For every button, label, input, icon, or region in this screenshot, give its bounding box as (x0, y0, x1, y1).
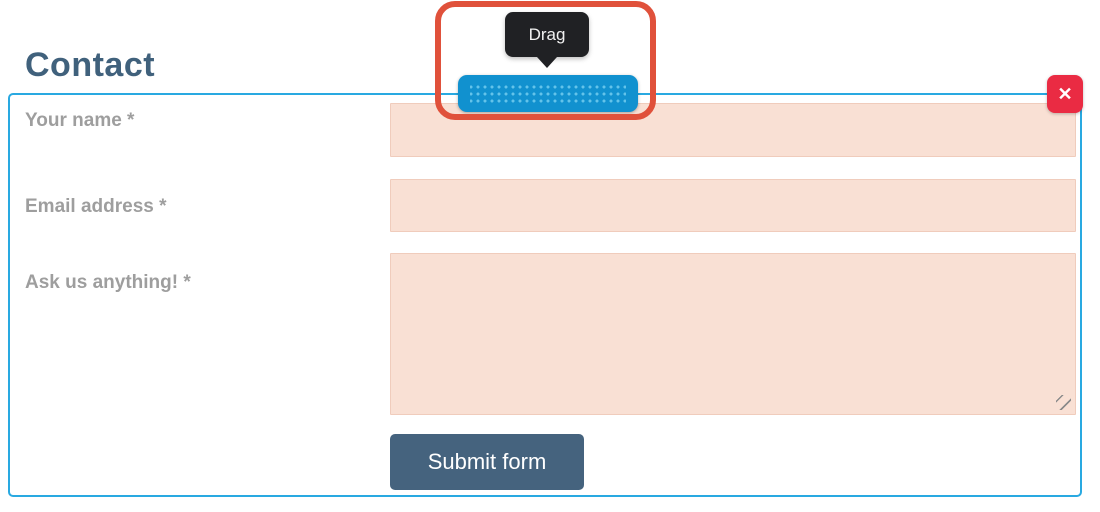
message-textarea[interactable] (390, 253, 1076, 415)
name-input[interactable] (390, 103, 1076, 157)
field-label-message: Ask us anything! * (25, 272, 191, 293)
email-input[interactable] (390, 179, 1076, 232)
tooltip-arrow-icon (537, 57, 557, 68)
drag-tooltip: Drag (505, 12, 589, 68)
page-title: Contact (25, 46, 156, 84)
close-icon: ✕ (1057, 83, 1073, 104)
delete-block-button[interactable]: ✕ (1047, 75, 1083, 113)
drag-grip-dots-icon (470, 83, 626, 105)
drag-tooltip-label: Drag (528, 24, 566, 44)
field-label-name: Your name * (25, 110, 135, 131)
drag-handle[interactable] (458, 75, 638, 112)
textarea-resize-icon[interactable] (1056, 395, 1071, 410)
field-label-email: Email address * (25, 196, 167, 217)
submit-form-button[interactable]: Submit form (390, 434, 584, 490)
